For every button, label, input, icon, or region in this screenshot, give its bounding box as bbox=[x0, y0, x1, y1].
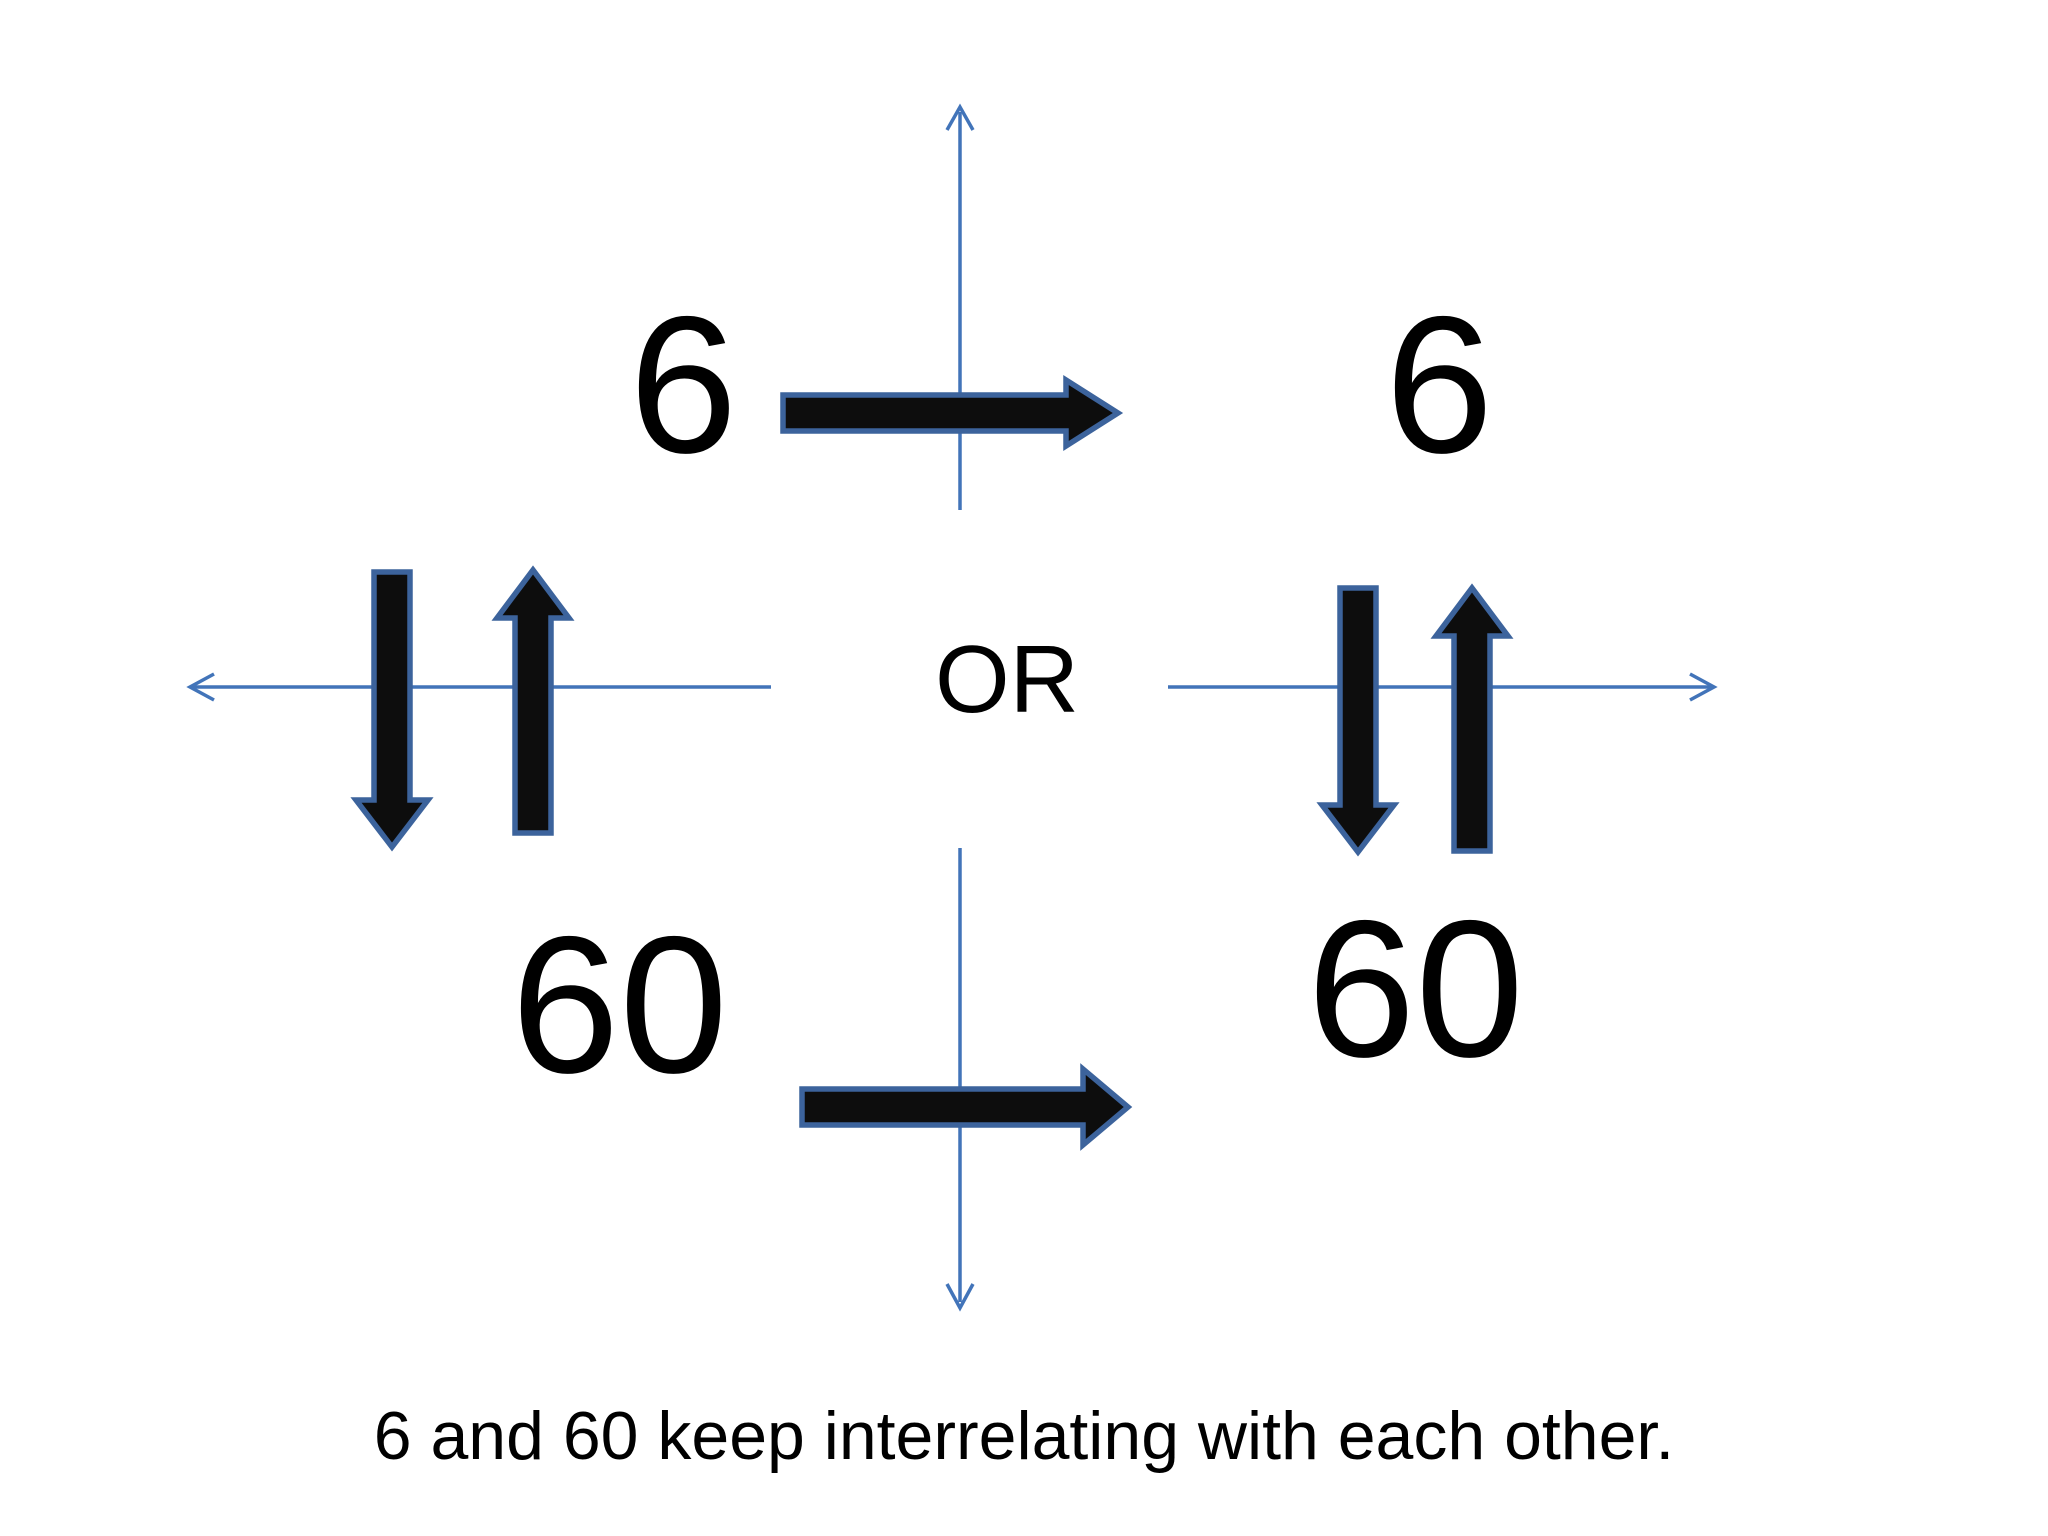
down-axis-arrowhead-icon bbox=[945, 1283, 975, 1312]
or-label: OR bbox=[935, 626, 1079, 733]
left-axis-arrow-icon bbox=[186, 672, 771, 702]
thick-down-arrow-right-group-icon bbox=[1316, 585, 1400, 857]
right-axis-arrow-icon bbox=[1168, 672, 1718, 702]
top-left-number: 6 bbox=[629, 276, 738, 494]
thick-right-arrow-top-icon bbox=[780, 374, 1124, 452]
top-right-number: 6 bbox=[1385, 276, 1494, 494]
left-axis-arrowhead-icon bbox=[186, 672, 215, 702]
thick-up-arrow-right-group-icon bbox=[1430, 583, 1514, 854]
caption-text: 6 and 60 keep interrelating with each ot… bbox=[373, 1398, 1675, 1474]
bottom-right-number: 60 bbox=[1307, 880, 1524, 1098]
thick-right-arrow-bottom-icon bbox=[799, 1063, 1133, 1151]
down-axis-arrow-icon bbox=[945, 848, 975, 1312]
up-axis-arrowhead-icon bbox=[945, 103, 975, 131]
thick-down-arrow-left-group-icon bbox=[350, 569, 434, 852]
thick-up-arrow-left-group-icon bbox=[491, 565, 575, 836]
bottom-left-number: 60 bbox=[511, 896, 728, 1114]
right-axis-arrowhead-icon bbox=[1689, 672, 1718, 702]
up-axis-arrow-icon bbox=[945, 103, 975, 510]
